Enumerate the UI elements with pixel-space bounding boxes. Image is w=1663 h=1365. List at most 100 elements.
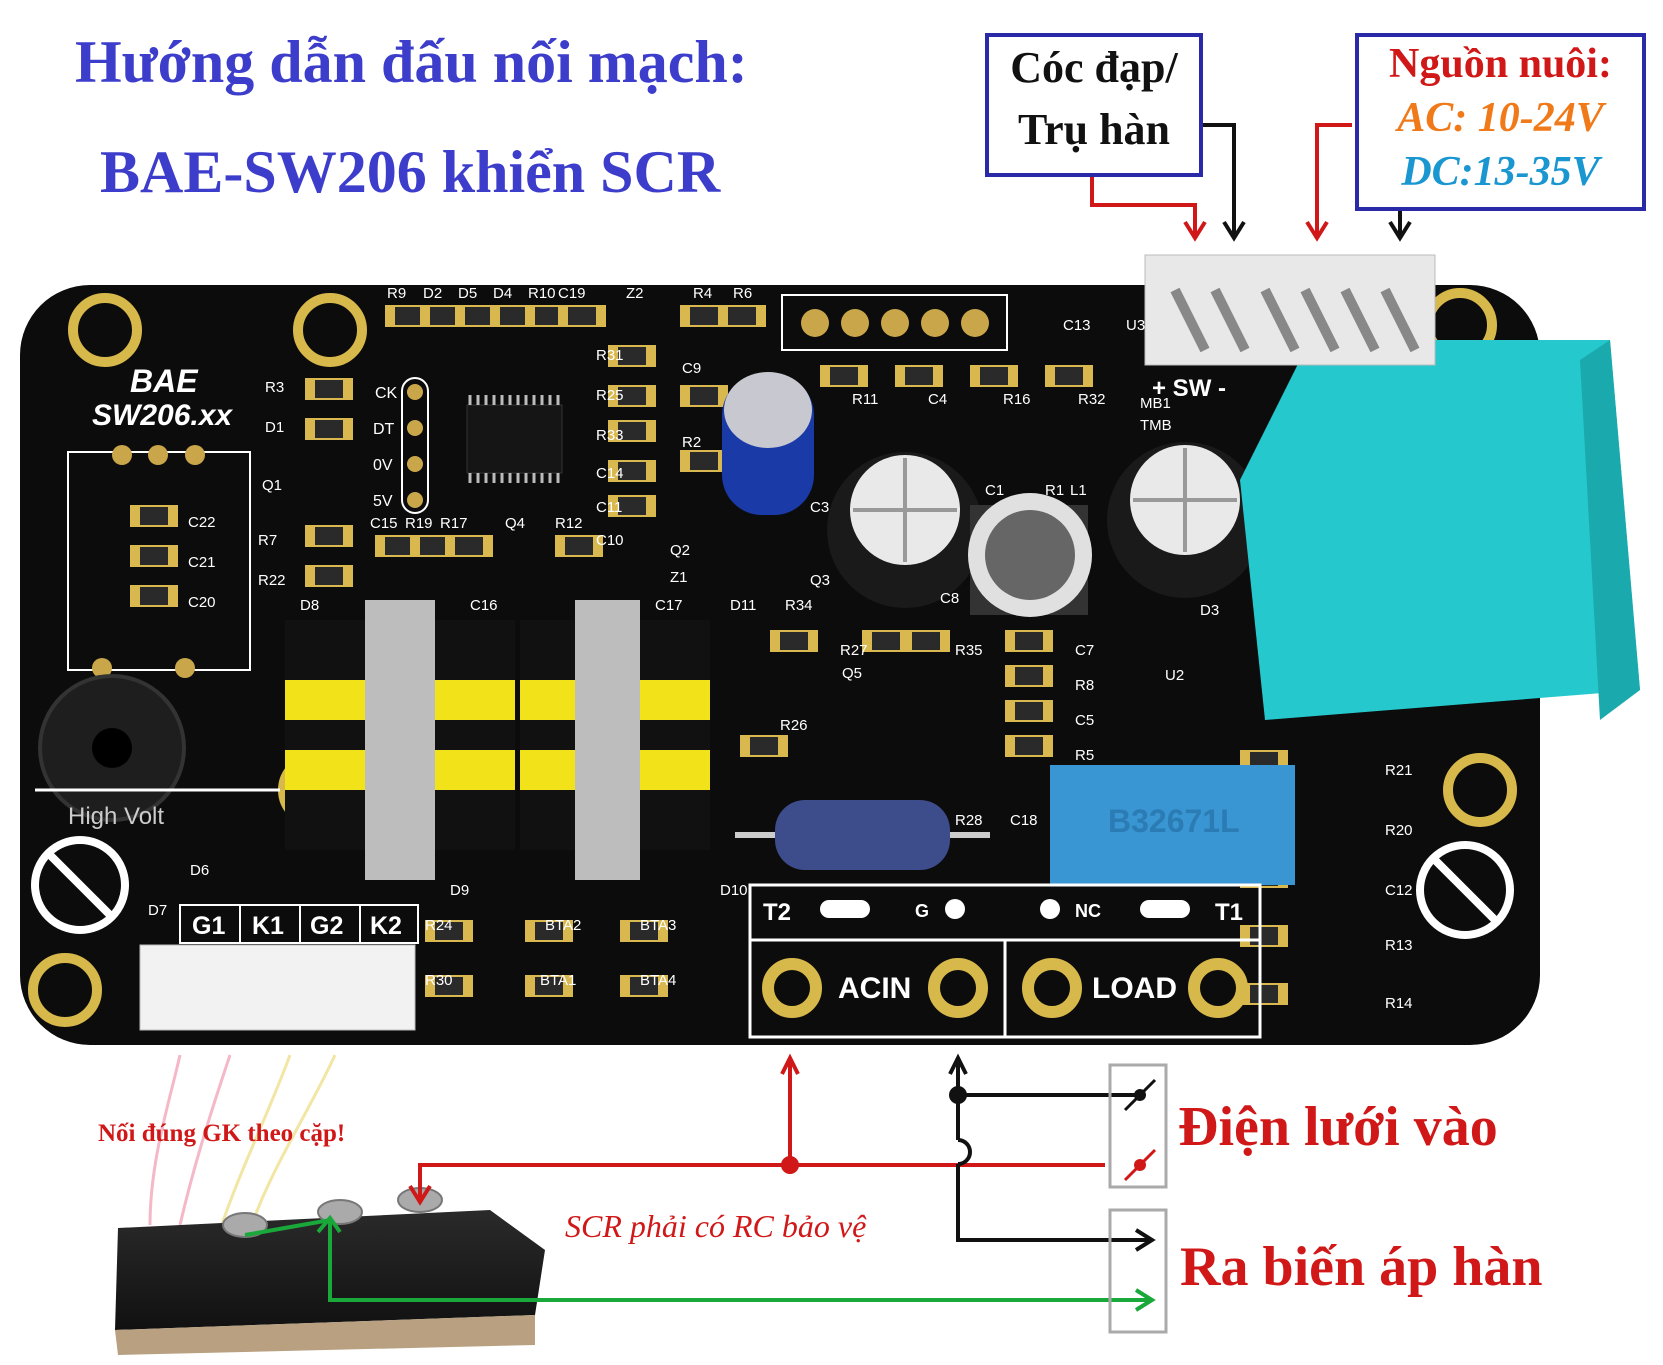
sw-label: + SW -	[1152, 375, 1226, 402]
choke-coils	[285, 600, 710, 880]
refdes: D3	[1200, 602, 1219, 619]
power-ac: AC: 10-24V	[1397, 95, 1604, 141]
electrolytic-capacitors	[722, 372, 1263, 617]
mounting-hole	[68, 293, 142, 367]
refdes: Q4	[505, 515, 525, 532]
refdes: R31	[596, 347, 624, 364]
mounting-hole	[28, 953, 102, 1027]
refdes: C12	[1385, 882, 1413, 899]
gk-wires	[148, 1054, 337, 1231]
refdes: R22	[258, 572, 286, 589]
refdes: C17	[655, 597, 683, 614]
power-transformer	[1240, 340, 1640, 720]
refdes: D7	[148, 902, 167, 919]
refdes: Q1	[262, 477, 282, 494]
refdes: C9	[682, 360, 701, 377]
refdes: R13	[1385, 937, 1413, 954]
terminal-t2-label: T2	[763, 899, 791, 926]
prog-5v-label: 5V	[373, 493, 393, 510]
terminal-g-label: G	[915, 901, 929, 921]
acin-terminal-1[interactable]	[762, 958, 822, 1018]
gk-connector[interactable]: G1 K1 G2 K2	[139, 904, 419, 1031]
refdes: C15	[370, 515, 398, 532]
refdes: R35	[955, 642, 983, 659]
gk-pin-k2: K2	[370, 912, 402, 940]
gk-pairs-note: Nối đúng GK theo cặp!	[98, 1120, 346, 1147]
refdes: R17	[440, 515, 468, 532]
refdes: R3	[265, 379, 284, 396]
refdes: D4	[493, 285, 512, 302]
refdes: R12	[555, 515, 583, 532]
sw-power-connector[interactable]	[1144, 254, 1436, 366]
power-callout: Nguồn nuôi: AC: 10-24V DC:13-35V	[1355, 33, 1646, 211]
refdes: C8	[940, 590, 959, 607]
acin-label: ACIN	[838, 972, 911, 1005]
microcontroller	[466, 404, 563, 474]
pedal-callout: Cóc đạp/ Trụ hàn	[985, 33, 1203, 177]
refdes: R2	[682, 434, 701, 451]
refdes: MB1	[1140, 395, 1171, 412]
film-capacitor	[1050, 765, 1295, 885]
refdes: TMB	[1140, 417, 1172, 434]
refdes: U2	[1165, 667, 1184, 684]
refdes: U3	[1126, 317, 1145, 334]
refdes: Q3	[810, 572, 830, 589]
refdes: D10	[720, 882, 748, 899]
refdes: R30	[425, 972, 453, 989]
refdes: R14	[1385, 995, 1413, 1012]
refdes: C7	[1075, 642, 1094, 659]
refdes: R16	[1003, 391, 1031, 408]
mains-in-label: Điện lưới vào	[1178, 1096, 1498, 1158]
refdes: R9	[387, 285, 406, 302]
refdes: R24	[425, 917, 453, 934]
load-label: LOAD	[1092, 972, 1177, 1005]
power-resistor	[775, 800, 950, 870]
prog-ck-label: CK	[375, 385, 398, 402]
refdes: R11	[852, 391, 878, 408]
refdes: C22	[188, 514, 216, 531]
refdes: Z2	[626, 285, 644, 302]
refdes: Q5	[842, 665, 862, 682]
refdes: R8	[1075, 677, 1094, 694]
refdes: R19	[405, 515, 433, 532]
acin-terminal-2[interactable]	[928, 958, 988, 1018]
terminal-nc-label: NC	[1075, 901, 1101, 921]
prog-dt-label: DT	[373, 421, 395, 438]
high-volt-label: High Volt	[68, 803, 164, 830]
refdes: D8	[300, 597, 319, 614]
expansion-header	[781, 294, 1008, 351]
refdes: R28	[955, 812, 983, 829]
terminal-block: T2 G NC T1 ACIN LOAD	[748, 883, 1262, 1039]
refdes: C3	[810, 499, 829, 516]
refdes: C1	[985, 482, 1004, 499]
silk-brand: BAE	[130, 363, 199, 399]
refdes: R4	[693, 285, 712, 302]
capacitor-marking: B32671L	[1108, 803, 1240, 839]
load-terminal-2[interactable]	[1188, 958, 1248, 1018]
refdes: R21	[1385, 762, 1413, 779]
refdes: L1	[1070, 482, 1087, 499]
silk-model: SW206.xx	[92, 399, 233, 432]
refdes: C18	[1010, 812, 1038, 829]
prog-0v-label: 0V	[373, 457, 393, 474]
scr-rc-note: SCR phải có RC bảo vệ	[565, 1208, 867, 1244]
title-line-1: Hướng dẫn đấu nối mạch:	[75, 29, 748, 95]
refdes: C19	[558, 285, 586, 302]
gk-pin-k1: K1	[252, 912, 284, 940]
pedal-line1: Cóc đạp/	[1010, 43, 1178, 92]
top-wires	[1090, 123, 1412, 242]
gk-pin-g2: G2	[310, 912, 343, 940]
refdes: C13	[1063, 317, 1091, 334]
refdes: C20	[188, 594, 216, 611]
refdes: D1	[265, 419, 284, 436]
refdes: C21	[188, 554, 216, 571]
terminal-boxes	[1108, 1063, 1168, 1334]
mounting-hole	[1443, 753, 1517, 827]
mains-wire-black	[948, 1053, 1156, 1252]
refdes: R5	[1075, 747, 1094, 764]
refdes: C11	[596, 499, 622, 516]
to-transformer-label: Ra biến áp hàn	[1180, 1236, 1543, 1298]
refdes: R34	[785, 597, 813, 614]
refdes: C10	[596, 532, 624, 549]
load-terminal-1[interactable]	[1022, 958, 1082, 1018]
